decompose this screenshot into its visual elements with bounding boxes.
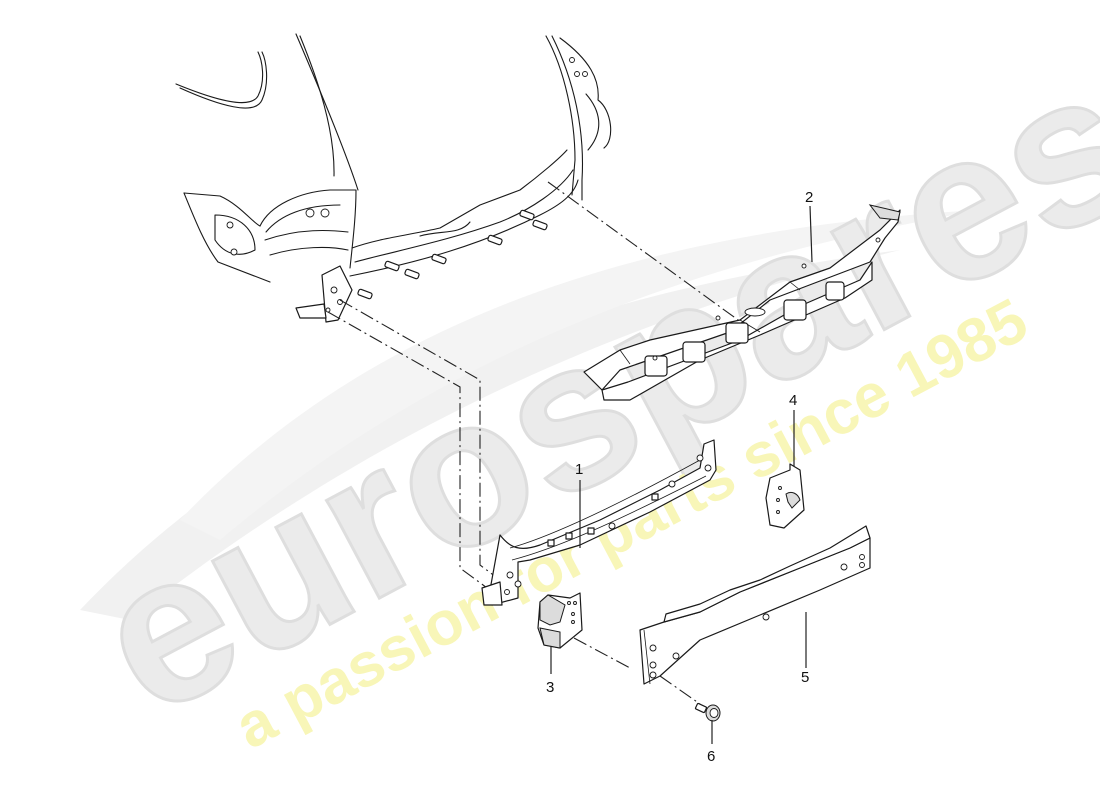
watermark-swoosh-icon [80,250,900,620]
callout-6[interactable]: 6 [707,748,715,765]
callout-1[interactable]: 1 [575,461,583,478]
watermark-swoosh-icon [180,210,980,540]
callout-leaders [550,205,813,744]
part-2-upper-reinforcement[interactable] [583,204,901,401]
part-1-rear-cross-member[interactable] [481,439,717,606]
stud-icon [357,209,548,300]
callout-5[interactable]: 5 [801,669,809,686]
callout-2[interactable]: 2 [805,189,813,206]
part-6-socket-head-bolt[interactable] [694,702,721,722]
assembly-lines [327,181,746,705]
part-4-right-bumper-bracket[interactable] [765,463,805,529]
part-3-left-bumper-bracket[interactable] [537,592,583,649]
callout-numbers: 1 2 3 4 5 6 [546,189,813,765]
callout-4[interactable]: 4 [789,392,797,409]
part-5-bumper-impact-beam[interactable] [639,525,871,685]
body-shell-outline [175,33,612,323]
callout-3[interactable]: 3 [546,679,554,696]
